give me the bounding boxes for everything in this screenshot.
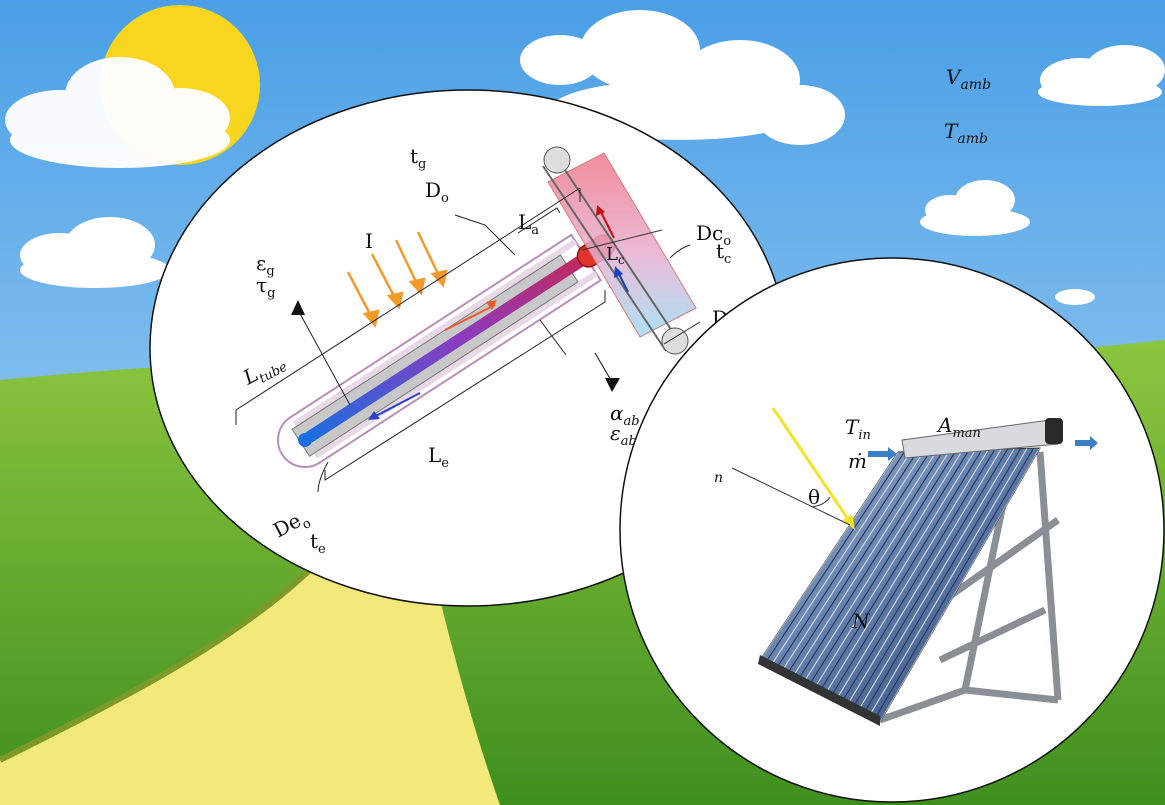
glass-temp-label: tg [410, 144, 426, 172]
evacuated-tubes [760, 448, 1040, 722]
inlet-arrow [868, 447, 897, 461]
bottom-rail [758, 655, 880, 726]
tube-line [781, 450, 925, 672]
normal-line [731, 467, 851, 526]
normal-label: n [714, 470, 723, 486]
tube-line [868, 448, 1028, 717]
tube-line [874, 448, 1035, 720]
tube-line [792, 450, 938, 678]
cond-temp-label: tc [716, 239, 731, 267]
adiabatic-len-label: La [518, 210, 539, 238]
tube-line [808, 450, 957, 686]
tube-line [835, 449, 989, 700]
tube-line [819, 449, 970, 692]
tube-line [863, 448, 1022, 714]
ambient-wind-label: Vamb [946, 65, 991, 93]
glass-tube [277, 233, 616, 468]
tube-line [846, 448, 1002, 706]
tube-line [879, 448, 1040, 722]
tube-line [852, 448, 1009, 709]
dirt-road [0, 560, 500, 805]
collector-detail: Tin ṁ Aman n θ N [619, 257, 1165, 803]
outlet-arrow [1075, 436, 1098, 450]
ambient-temp-label: Tamb [944, 119, 988, 147]
tube-count-label: N [851, 609, 871, 633]
glass-emiss-label: εg [256, 251, 275, 279]
absorber-normal-arrow [605, 378, 620, 392]
irradiance-arrows [346, 231, 448, 328]
tube-line [797, 450, 944, 681]
sun-ray [771, 407, 852, 523]
tube-line [814, 449, 964, 689]
glass-trans-label: τg [256, 273, 275, 301]
tube-line [775, 451, 918, 669]
evap-len-label: Le [428, 443, 449, 471]
cond-dia-label: Dco [696, 221, 731, 249]
condenser-header [542, 146, 697, 355]
mass-flow-label: ṁ [848, 449, 867, 473]
tube-line [824, 449, 976, 695]
tube-line [830, 449, 983, 697]
glass-normal-arrow [291, 300, 305, 315]
incidence-angle-label: θ [808, 485, 820, 509]
absorptance-label: αab [610, 401, 640, 429]
road-edge [0, 557, 323, 763]
irradiance-label: I [365, 229, 373, 253]
tube-line [770, 451, 912, 666]
outer-dia-label: Do [425, 178, 449, 206]
tube-line [803, 450, 951, 683]
heat-pipe [304, 254, 587, 443]
manifold-area-label: Aman [936, 413, 981, 441]
cond-len-label: Lc [606, 244, 625, 267]
tube-line [764, 451, 905, 664]
tube-line [857, 448, 1015, 712]
inlet-temp-label: Tin [845, 415, 871, 443]
tube-line [841, 448, 996, 703]
evap-temp-label: te [310, 529, 326, 557]
tube-line [786, 450, 931, 675]
